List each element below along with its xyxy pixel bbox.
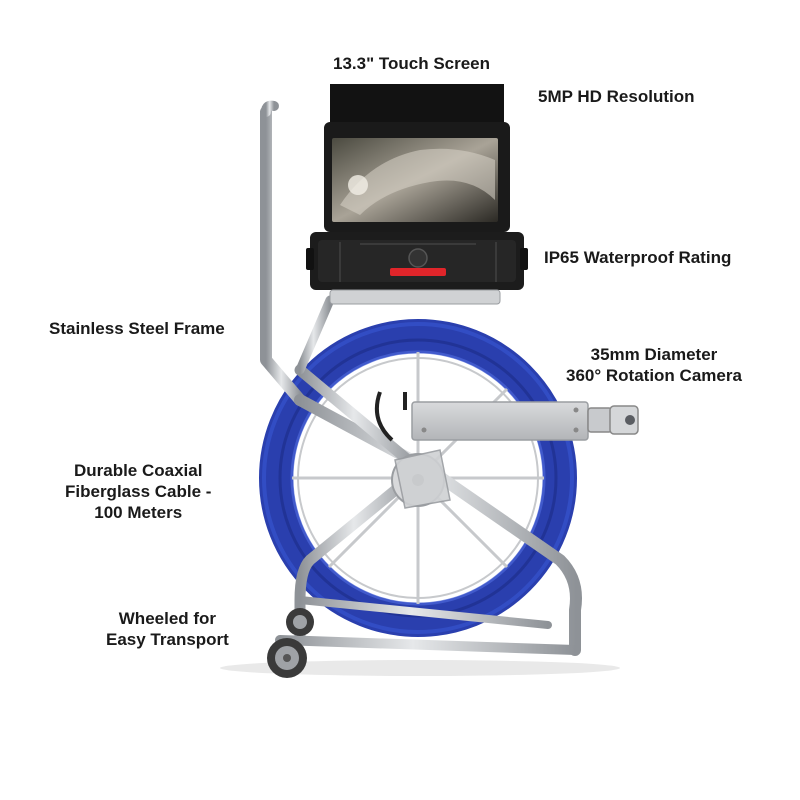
front-wheel bbox=[267, 638, 307, 678]
camera-arm bbox=[411, 401, 639, 441]
steel-frame bbox=[260, 100, 582, 679]
cable-leads bbox=[375, 391, 407, 442]
feature-touch-screen: 13.3" Touch Screen bbox=[333, 54, 491, 73]
feature-resolution: 5MP HD Resolution bbox=[538, 87, 695, 106]
feature-frame: Stainless Steel Frame bbox=[49, 319, 225, 338]
rear-wheel bbox=[286, 608, 314, 636]
monitor-case bbox=[306, 84, 528, 305]
feature-waterproof: IP65 Waterproof Rating bbox=[544, 248, 732, 267]
feature-cable: Durable Coaxial Fiberglass Cable - 100 M… bbox=[65, 461, 212, 522]
feature-wheels: Wheeled for Easy Transport bbox=[106, 609, 229, 649]
reel-hub bbox=[391, 449, 451, 509]
ground-shadow bbox=[220, 660, 620, 676]
feature-camera: 35mm Diameter 360° Rotation Camera bbox=[566, 345, 742, 385]
